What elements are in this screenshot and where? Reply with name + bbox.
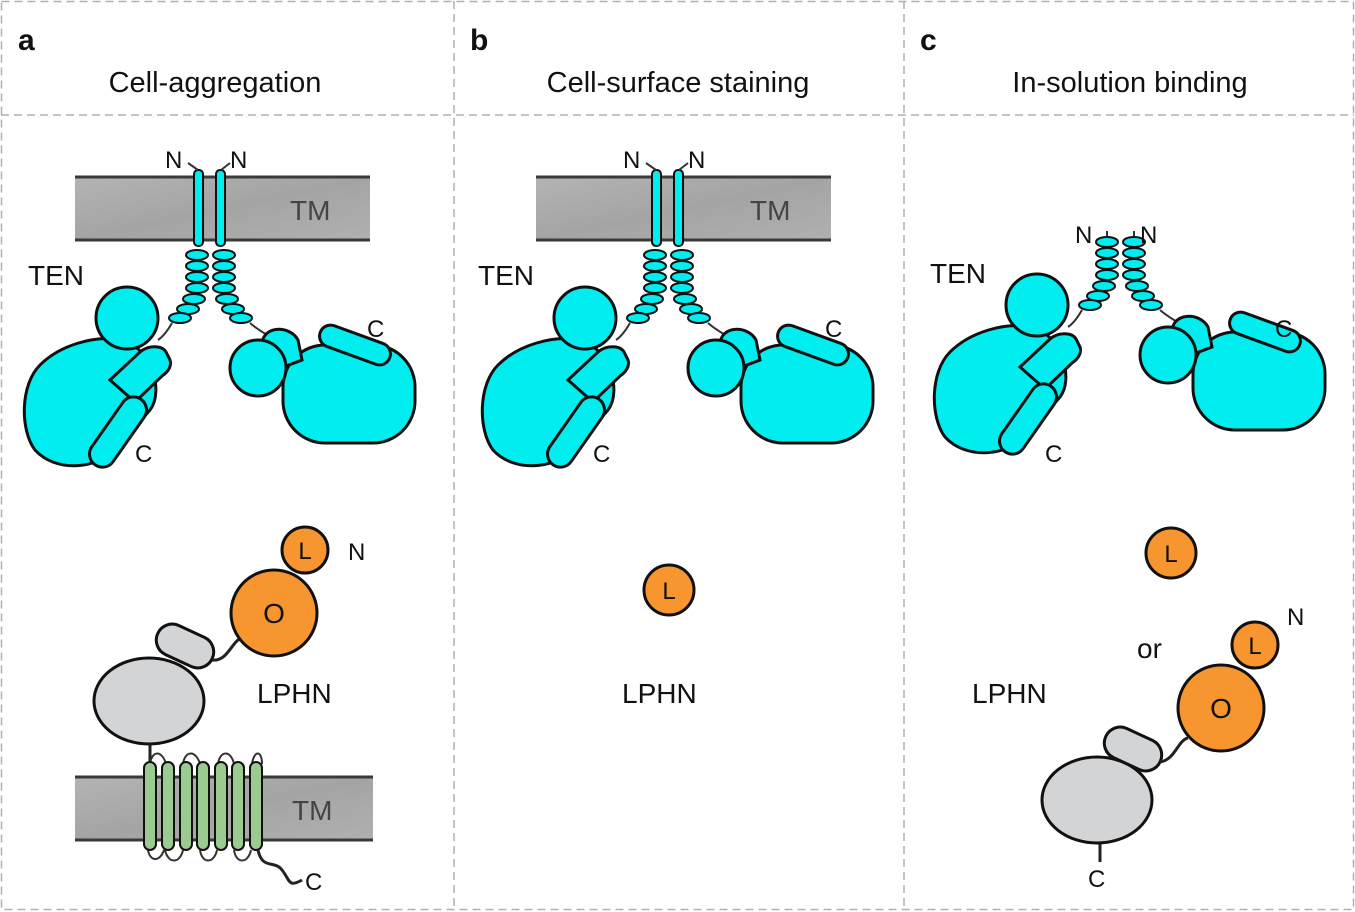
panel-b: TM [478, 147, 875, 709]
panel-a-teneurin: N N [22, 147, 417, 474]
panel-c-lphn-l-alone: L [1164, 541, 1177, 568]
panel-c-letter: c [920, 24, 937, 57]
panel-b-teneurin [480, 162, 875, 474]
panel-c-lphn-c: C [1088, 866, 1105, 893]
panel-c-lphn-l: L [1248, 633, 1261, 660]
panel-b-latrophilin: L LPHN [622, 563, 697, 709]
panel-b-ten-label: TEN [478, 260, 534, 291]
panel-c-header: c In-solution binding [920, 24, 1248, 99]
panel-a-latrophilin: TM C [75, 525, 373, 896]
panel-c-lphn-lectin-alone [1144, 526, 1198, 580]
panel-c-title: In-solution binding [1012, 67, 1247, 99]
panel-a-ten-n-right: N [230, 147, 247, 174]
panel-a-ten-c-right: C [367, 316, 384, 343]
panel-a-ten-n-left: N [165, 147, 182, 174]
panel-b-lphn-label: LPHN [622, 678, 697, 709]
panel-a-egf-repeats-right [212, 249, 253, 324]
panel-a-lphn-c: C [305, 869, 322, 896]
panel-c-lphn-n: N [1287, 604, 1304, 631]
panel-c-lphn-gain-domain [1040, 755, 1154, 845]
panel-a-ten-label: TEN [28, 260, 84, 291]
panel-b-ten-n-left: N [623, 147, 640, 174]
panel-a-letter: a [18, 24, 35, 57]
panel-a-lphn-l: L [298, 538, 311, 565]
panel-b-egf-repeats [626, 249, 711, 324]
panel-a-egf-repeats-left [168, 249, 209, 324]
panel-a: TM N N [22, 147, 417, 896]
panel-a-7tm-helices [143, 752, 263, 862]
panel-b-lphn-l: L [662, 578, 675, 605]
panel-b-ten-c-left: C [593, 441, 610, 468]
panel-a-lphn-lectin [280, 525, 330, 575]
panel-c-lphn-label: LPHN [972, 678, 1047, 709]
panel-a-title: Cell-aggregation [109, 67, 322, 99]
panel-b-ten-n-right: N [688, 147, 705, 174]
panel-c: N N TEN C C L or LPHN O L N C [930, 222, 1327, 893]
panel-c-lphn-o: O [1210, 693, 1232, 724]
panel-a-header: a Cell-aggregation [18, 24, 321, 99]
panel-a-lphn-o: O [263, 598, 285, 629]
panel-b-title: Cell-surface staining [547, 67, 810, 99]
panel-a-ten-c-left: C [135, 441, 152, 468]
panel-a-lphn-olfactomedin [229, 568, 319, 658]
panel-c-ten-c-right: C [1275, 316, 1292, 343]
panel-b-lphn-lectin [642, 563, 696, 617]
panel-c-lphn-olfactomedin [1176, 663, 1266, 753]
panel-b-ten-c-right: C [825, 316, 842, 343]
panel-b-letter: b [470, 24, 488, 57]
panel-c-egf-repeats [1078, 236, 1163, 311]
panel-c-ten-n-left: N [1075, 222, 1092, 249]
panel-b-tm-label: TM [750, 195, 790, 226]
panel-a-lphn-gain-domain [92, 656, 206, 746]
panel-c-lphn-lectin [1230, 620, 1280, 670]
panel-a-tm-label-bottom: TM [292, 795, 332, 826]
panel-a-lphn-n: N [348, 539, 365, 566]
panel-c-ten-label: TEN [930, 258, 986, 289]
panel-a-lphn-label: LPHN [257, 678, 332, 709]
panel-c-ten-n-right: N [1140, 222, 1157, 249]
panel-c-teneurin [932, 231, 1327, 461]
panel-c-ten-c-left: C [1045, 441, 1062, 468]
panel-c-latrophilin: L or LPHN O L N C [972, 526, 1304, 893]
panel-c-or: or [1137, 633, 1162, 664]
panel-a-tm-label-top: TM [290, 195, 330, 226]
panel-b-header: b Cell-surface staining [470, 24, 809, 99]
